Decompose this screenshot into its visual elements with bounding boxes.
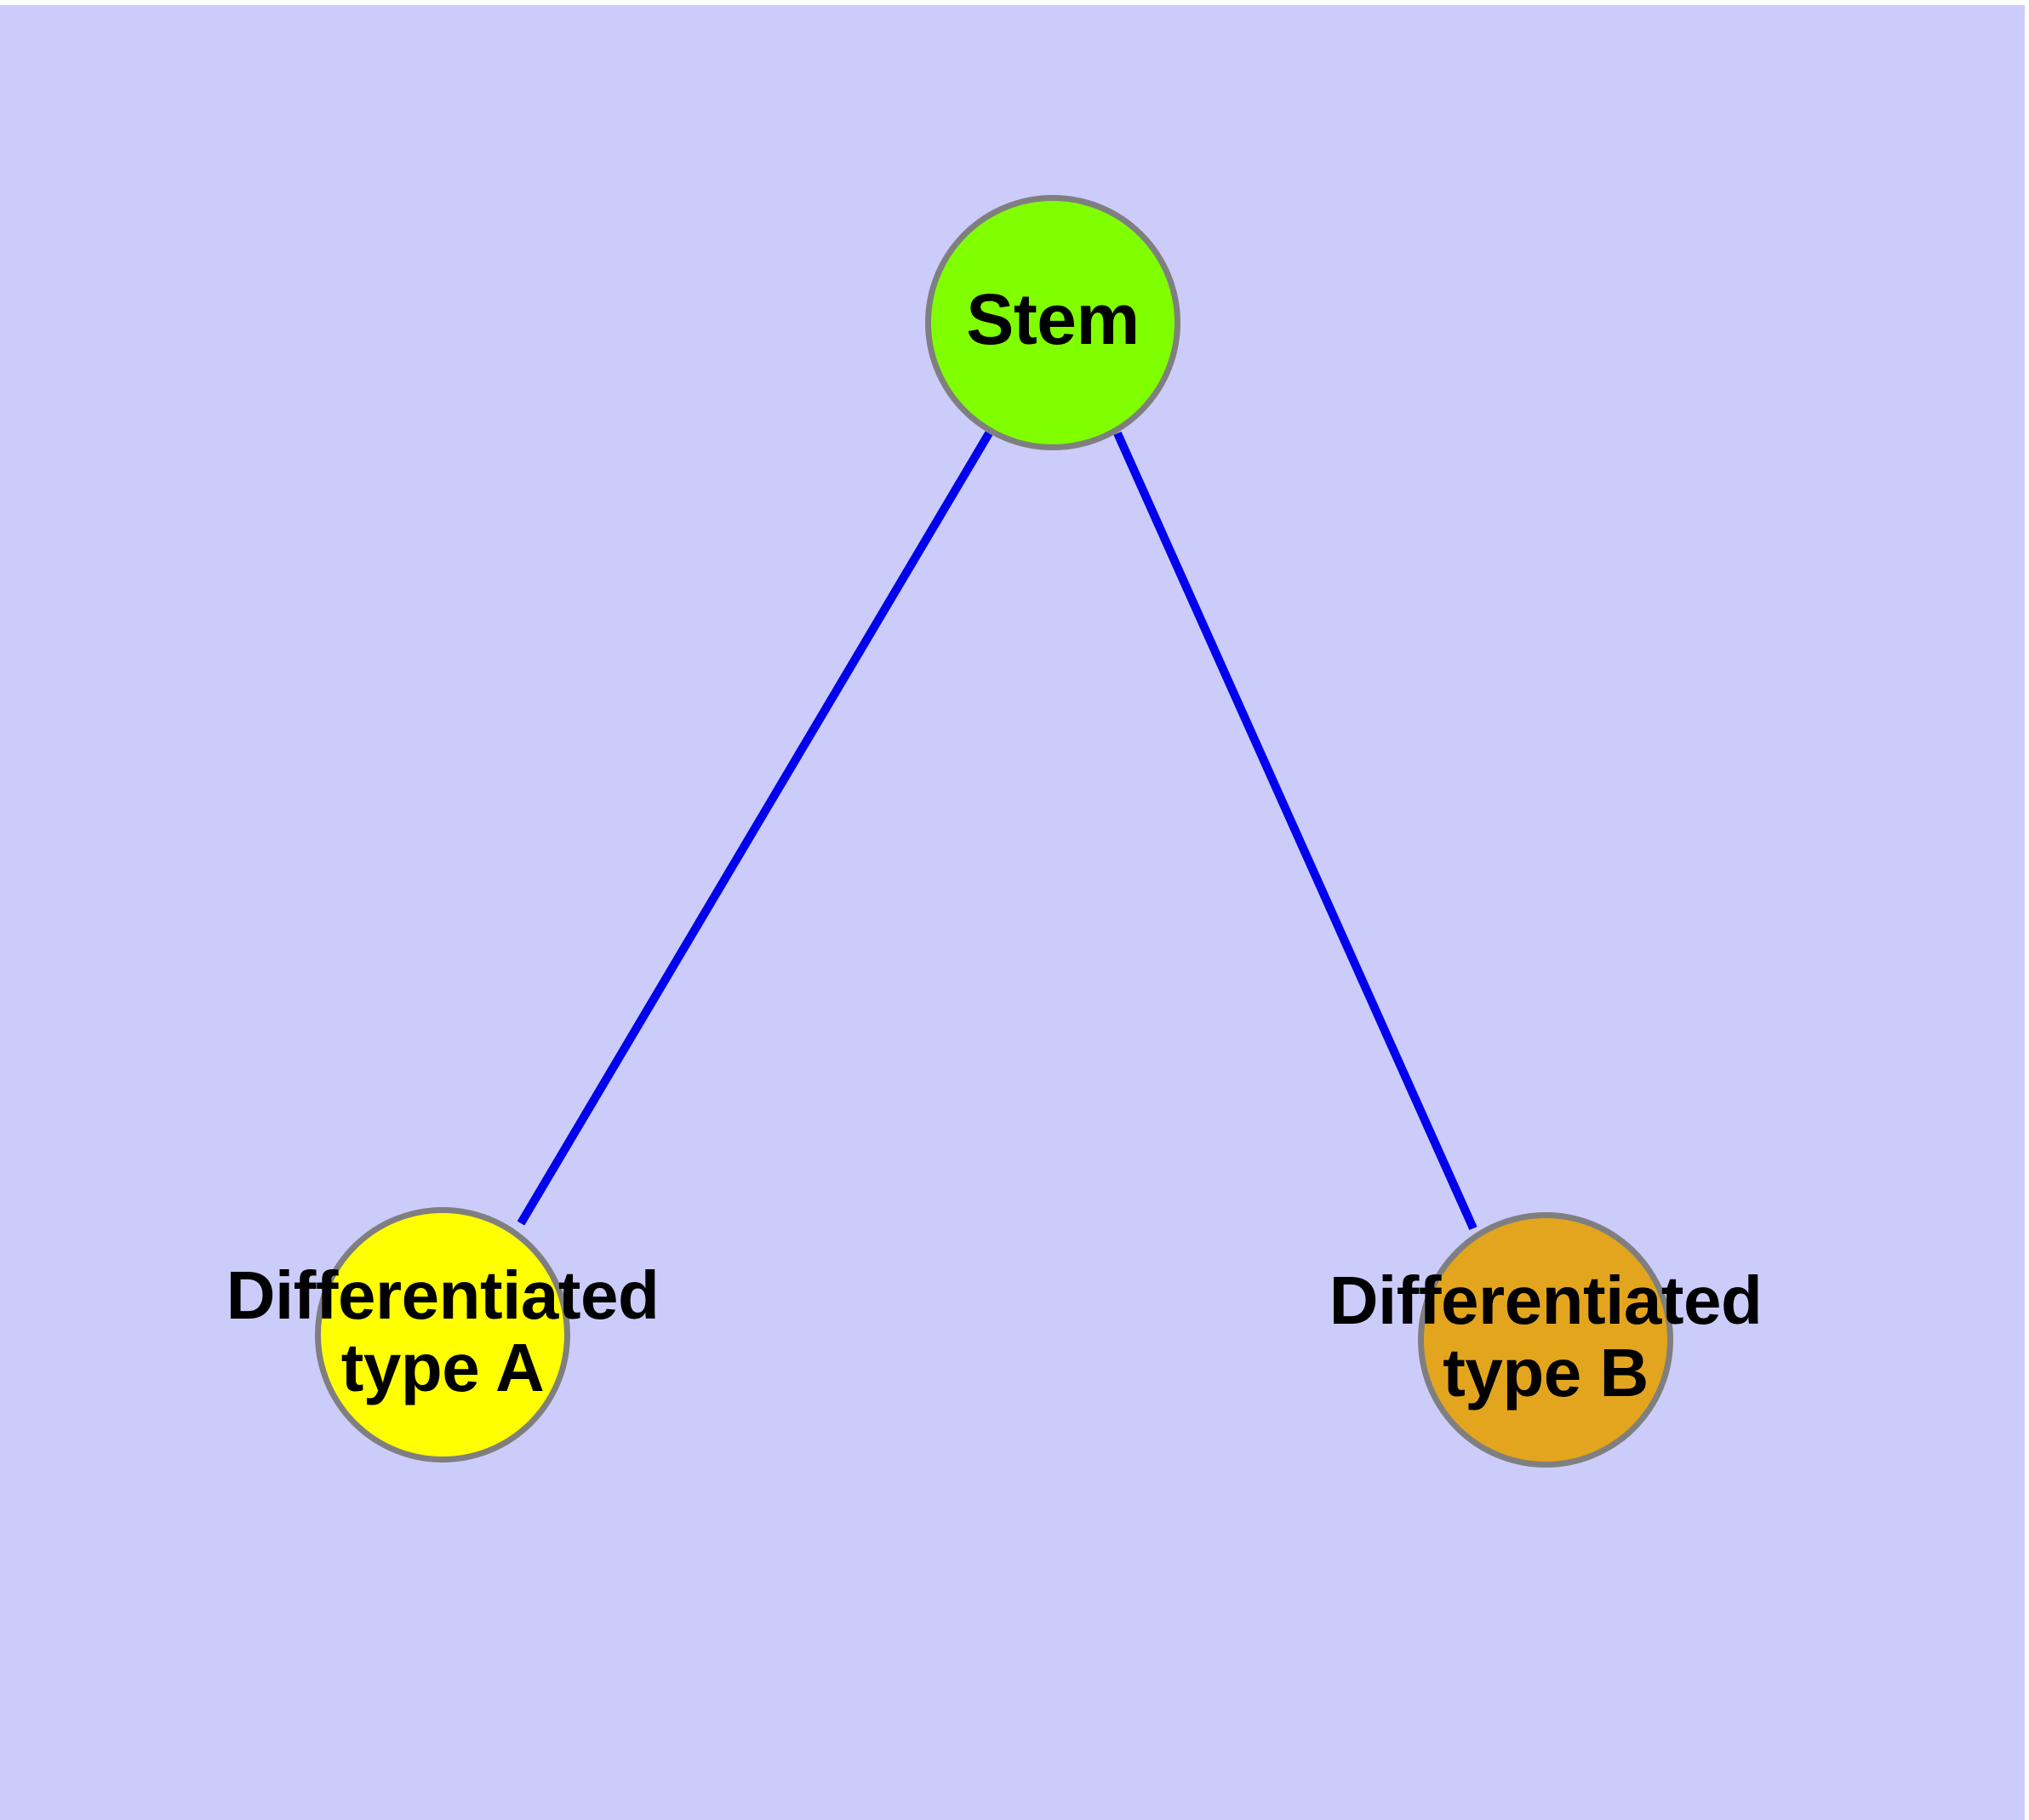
node-differentiated-type-b[interactable] — [1418, 1212, 1673, 1468]
graph-plot-area: Stem Differentiated type A Differentiate… — [0, 5, 2025, 1820]
node-stem[interactable] — [925, 195, 1180, 450]
edge-stem-to-differentiated-type-a — [517, 431, 993, 1226]
edge-stem-to-differentiated-type-b — [1113, 431, 1477, 1231]
node-differentiated-type-a[interactable] — [315, 1207, 570, 1462]
